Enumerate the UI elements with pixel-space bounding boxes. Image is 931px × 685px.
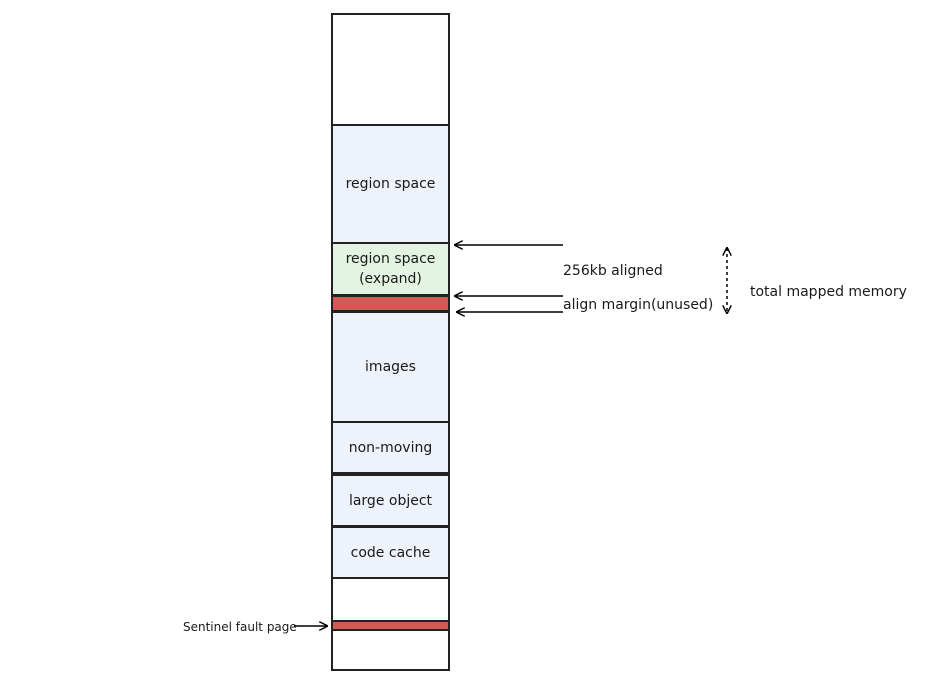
align-margin-block bbox=[331, 295, 450, 312]
region-space-block: region space bbox=[331, 124, 450, 244]
code-cache-block: code cache bbox=[331, 526, 450, 579]
large-object-block: large object bbox=[331, 474, 450, 527]
aligned-256kb-label: 256kb aligned bbox=[563, 263, 663, 279]
images-block: images bbox=[331, 311, 450, 423]
total-mapped-memory-label: total mapped memory bbox=[750, 284, 907, 300]
region-space-expand-block: region space (expand) bbox=[331, 242, 450, 296]
sentinel-fault-page-block bbox=[331, 620, 450, 631]
non-moving-block: non-moving bbox=[331, 421, 450, 474]
align-margin-label: align margin(unused) bbox=[563, 297, 714, 313]
sentinel-fault-page-label: Sentinel fault page bbox=[183, 620, 297, 634]
